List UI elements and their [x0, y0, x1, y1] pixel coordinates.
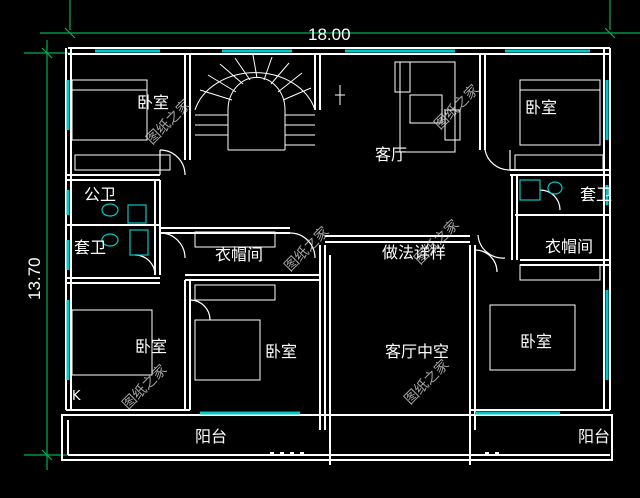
bath-fixtures: [101, 179, 563, 256]
bed-se: [489, 304, 576, 371]
bed-ne: [519, 79, 601, 146]
label-bedroom-sw: 卧室: [135, 337, 167, 356]
label-void: 客厅中空: [385, 342, 449, 361]
label-bedroom-nw: 卧室: [137, 93, 169, 112]
watermark-5: 图纸之家: [119, 361, 171, 413]
railing: [270, 452, 499, 455]
dimension-lines: [24, 0, 640, 470]
label-closet-e: 衣帽间: [545, 237, 593, 256]
label-marker: K: [72, 389, 81, 404]
closet-rack-ne: [514, 154, 604, 171]
closet-rack-w: [194, 231, 276, 248]
label-bedroom-se: 卧室: [520, 332, 552, 351]
closet-rack-sw: [194, 284, 276, 301]
label-balcony-e: 阳台: [578, 427, 610, 446]
windows: [66, 49, 609, 415]
label-closet-w: 衣帽间: [215, 245, 263, 264]
spiral-stair: [194, 54, 316, 151]
label-public-bath: 公卫: [84, 185, 116, 204]
width-dimension: 18.00: [308, 25, 351, 44]
bed-nw: [71, 79, 148, 141]
watermark-2: 图纸之家: [431, 81, 483, 133]
height-dimension: 13.70: [25, 257, 44, 300]
closet-rack-e: [519, 264, 601, 281]
sofa-set: [399, 61, 456, 153]
furniture: [71, 61, 604, 381]
bed-sw: [71, 309, 153, 376]
label-balcony-w: 阳台: [195, 427, 227, 446]
doors: [134, 149, 561, 321]
closet-rack-nw: [74, 154, 171, 171]
label-ensuite-w: 套卫: [74, 238, 106, 257]
label-tea-area: 做法详样: [382, 243, 446, 262]
label-living: 客厅: [375, 145, 407, 164]
watermark-6: 图纸之家: [401, 356, 453, 408]
walls: [61, 47, 613, 465]
label-bedroom-s: 卧室: [265, 342, 297, 361]
bed-s: [194, 319, 261, 381]
label-ensuite-e: 套卫: [580, 185, 612, 204]
label-bedroom-ne: 卧室: [525, 98, 557, 117]
